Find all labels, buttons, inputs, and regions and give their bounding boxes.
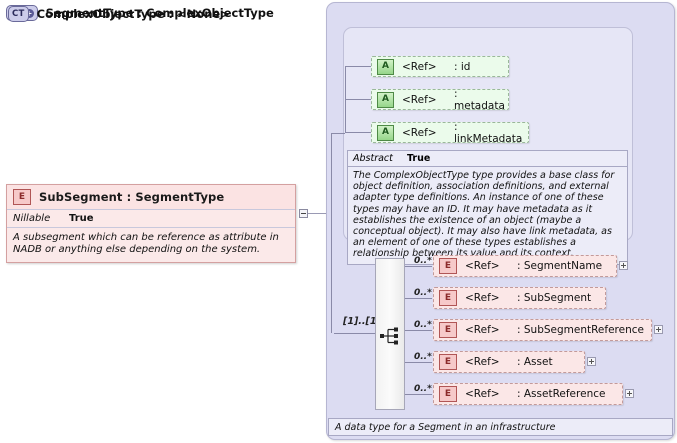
complextype-badge-icon[interactable]: CT [8, 6, 29, 22]
ct-badge-text: CT [12, 9, 25, 19]
element-badge-icon: E [439, 386, 457, 402]
expand-plus-icon-asset[interactable] [587, 357, 596, 366]
plus-icon: + [24, 8, 34, 18]
element-ref-label: <Ref> [465, 324, 500, 336]
occurs-subsegmentreference: 0..* [414, 320, 432, 330]
choice-compositor-node[interactable] [375, 258, 405, 410]
attribute-connector-id [345, 66, 371, 67]
element-name: : SubSegmentReference [517, 324, 644, 336]
subsegment-documentation: A subsegment which can be reference as a… [7, 228, 295, 262]
connector-line [308, 213, 332, 214]
subsegment-header: E SubSegment : SegmentType [7, 185, 295, 210]
compositor-out-connector-4 [405, 362, 432, 363]
compositor-out-connector-1 [405, 266, 432, 267]
element-name: : Asset [517, 356, 553, 368]
element-box-subsegmentreference[interactable]: E <Ref> : SubSegmentReference [433, 319, 652, 341]
attribute-connector-metadata [345, 99, 371, 100]
element-name: : SegmentName [517, 260, 603, 272]
choice-compositor-icon [380, 327, 398, 345]
attribute-ref-label: <Ref> [402, 60, 437, 73]
attribute-name: : metadata [454, 87, 505, 112]
compositor-input-connector [334, 333, 375, 334]
subsegment-title: SubSegment : SegmentType [39, 190, 225, 204]
attribute-ref-label: <Ref> [402, 126, 437, 139]
complexobjecttype-title: ComplexObjectType : <None> [36, 7, 230, 21]
occurs-segmentname: 0..* [414, 256, 432, 266]
abstract-documentation-box: Abstract True The ComplexObjectType type… [347, 150, 628, 265]
element-ref-label: <Ref> [465, 388, 500, 400]
expand-plus-icon-segmentname[interactable] [619, 261, 628, 270]
abstract-row: Abstract True [348, 151, 627, 167]
element-ref-label: <Ref> [465, 292, 500, 304]
element-name: : AssetReference [517, 388, 606, 400]
attribute-badge-icon: A [377, 58, 394, 75]
element-badge-icon: E [439, 290, 457, 306]
spine-to-attributes-connector [331, 133, 345, 134]
element-box-assetreference[interactable]: E <Ref> : AssetReference [433, 383, 623, 405]
element-badge-icon: E [13, 189, 31, 205]
attribute-connector-linkmetadata [345, 132, 371, 133]
attribute-badge-icon: A [377, 91, 394, 108]
compositor-out-connector-3 [405, 330, 432, 331]
occurs-subsegment: 0..* [414, 288, 432, 298]
compositor-occurs-label: [1]..[1] [343, 316, 381, 327]
element-ref-label: <Ref> [465, 260, 500, 272]
element-box-subsegment[interactable]: E <Ref> : SubSegment [433, 287, 606, 309]
attribute-name: : linkMetadata [454, 120, 523, 145]
element-box-segmentname[interactable]: E <Ref> : SegmentName [433, 255, 617, 277]
occurs-assetreference: 0..* [414, 384, 432, 394]
element-badge-icon: E [439, 354, 457, 370]
minus-icon[interactable] [299, 209, 308, 218]
segmenttype-footer-documentation: A data type for a Segment in an infrastr… [328, 418, 673, 436]
element-badge-icon: E [439, 258, 457, 274]
occurs-asset: 0..* [414, 352, 432, 362]
expand-plus-icon-assetreference[interactable] [625, 389, 634, 398]
abstract-value: True [407, 153, 431, 164]
abstract-label: Abstract [353, 153, 393, 164]
attribute-ref-label: <Ref> [402, 93, 437, 106]
element-box-asset[interactable]: E <Ref> : Asset [433, 351, 585, 373]
complexobjecttype-header: CT ComplexObjectType : <None> [8, 6, 230, 22]
attribute-badge-icon: A [377, 124, 394, 141]
complexobjecttype-documentation: The ComplexObjectType type provides a ba… [353, 170, 615, 260]
element-name: : SubSegment [517, 292, 592, 304]
subsegment-nillable-row: Nillable True [7, 210, 295, 228]
segmenttype-title: SegmentType : ComplexObjectType [45, 6, 274, 20]
compositor-out-connector-5 [405, 394, 432, 395]
attribute-box-linkmetadata[interactable]: A <Ref> : linkMetadata [371, 120, 529, 145]
attribute-box-metadata[interactable]: A <Ref> : metadata [371, 87, 509, 112]
compositor-out-connector-2 [405, 298, 432, 299]
attribute-box-id[interactable]: A <Ref> : id [371, 56, 509, 77]
attribute-name: : id [454, 60, 471, 73]
nillable-value: True [69, 213, 94, 224]
panel-spine-connector [331, 133, 332, 333]
element-badge-icon: E [439, 322, 457, 338]
subsegment-element-box[interactable]: E SubSegment : SegmentType Nillable True… [6, 184, 296, 263]
element-ref-label: <Ref> [465, 356, 500, 368]
expand-plus-icon-subsegmentreference[interactable] [654, 325, 663, 334]
nillable-label: Nillable [13, 213, 51, 224]
